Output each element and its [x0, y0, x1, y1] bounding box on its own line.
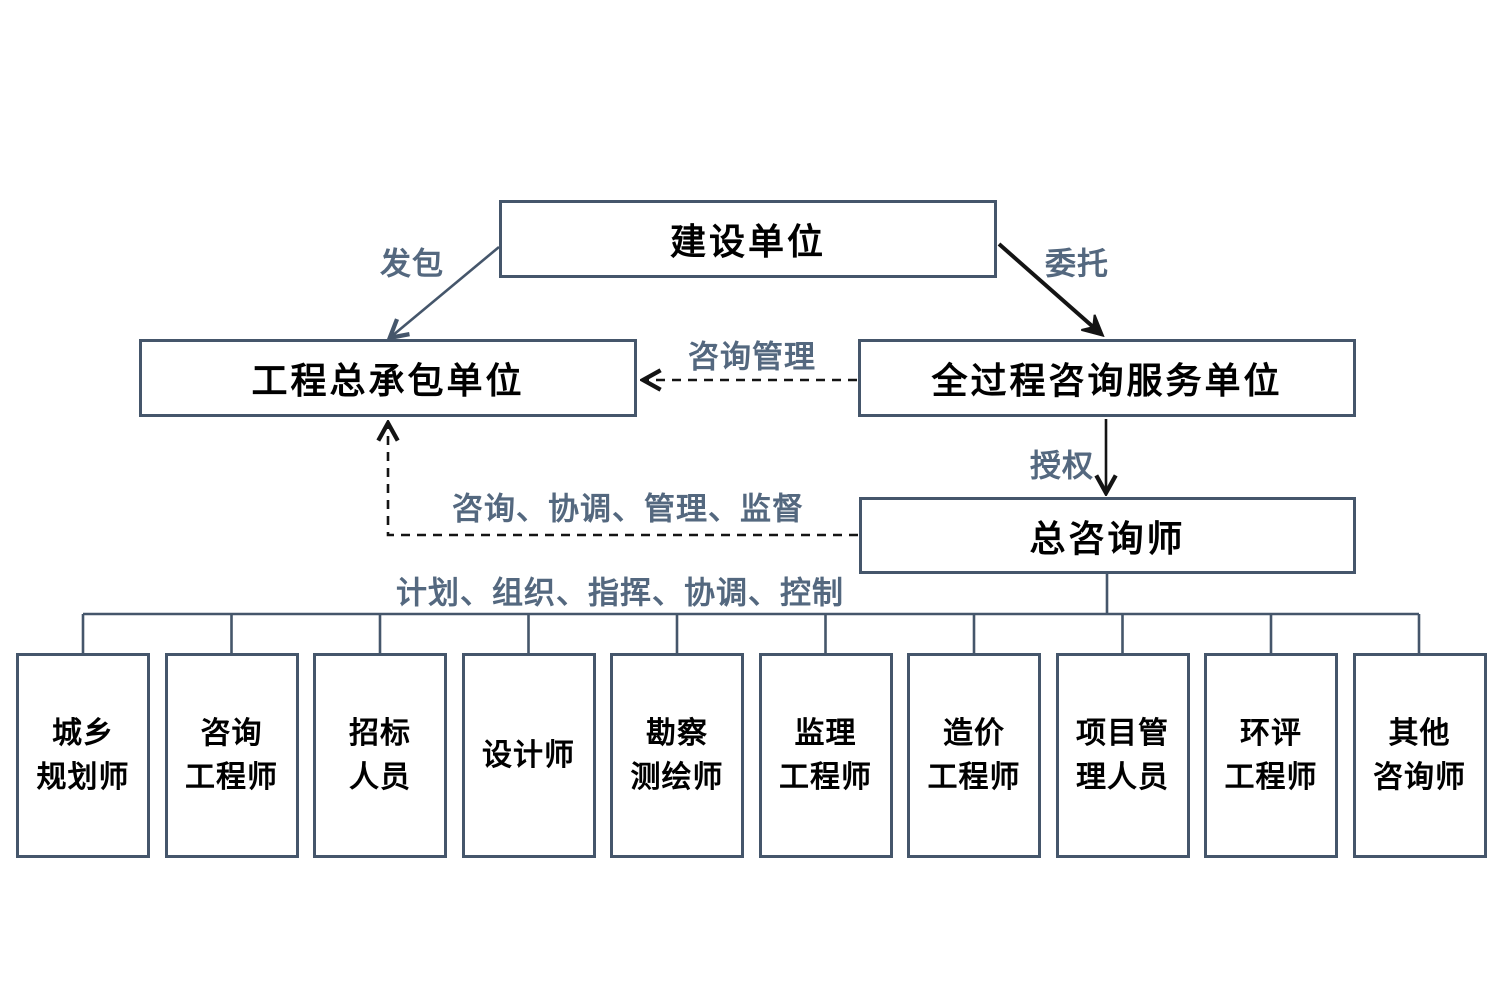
specialist-other-consultants: 其他 咨询师 [1352, 653, 1487, 858]
edge-label-supervise-chain: 咨询、协调、管理、监督 [452, 491, 804, 527]
specialist-urban-rural-planner: 城乡 规划师 [16, 653, 150, 858]
specialist-supervision-engineer: 监理 工程师 [758, 653, 893, 858]
node-chief-label: 总咨询师 [1029, 517, 1186, 559]
specialist-consulting-engineer: 咨询 工程师 [164, 653, 299, 858]
node-owner: 建设单位 [499, 200, 997, 278]
node-chief-consultant: 总咨询师 [859, 497, 1356, 574]
edge-label-control-chain: 计划、组织、指挥、协调、控制 [396, 575, 844, 611]
dashed-arrow-supervision [388, 426, 858, 537]
specialist-cost-engineer: 造价 工程师 [907, 653, 1041, 858]
edge-label-consulting-management: 咨询管理 [688, 339, 816, 375]
specialist-project-management-staff: 项目管 理人员 [1055, 653, 1190, 858]
node-consulting-unit: 全过程咨询服务单位 [858, 339, 1356, 417]
node-owner-label: 建设单位 [669, 221, 826, 262]
edge-label-contract-out: 发包 [380, 246, 444, 282]
node-epc-label: 工程总承包单位 [251, 360, 525, 401]
connector-tree [81, 574, 1421, 654]
specialist-designer: 设计师 [461, 653, 596, 858]
node-consulting-label: 全过程咨询服务单位 [931, 360, 1283, 401]
arrow-entrust [997, 242, 1100, 333]
specialist-bidding-staff: 招标 人员 [313, 653, 447, 858]
node-epc-contractor: 工程总承包单位 [139, 339, 637, 417]
edge-label-authorize: 授权 [1030, 448, 1094, 484]
specialist-survey-mapping-engineer: 勘察 测绘师 [610, 653, 744, 858]
edge-label-entrust: 委托 [1045, 246, 1109, 282]
arrow-contract-out [392, 246, 500, 336]
specialist-eia-engineer: 环评 工程师 [1204, 653, 1338, 858]
